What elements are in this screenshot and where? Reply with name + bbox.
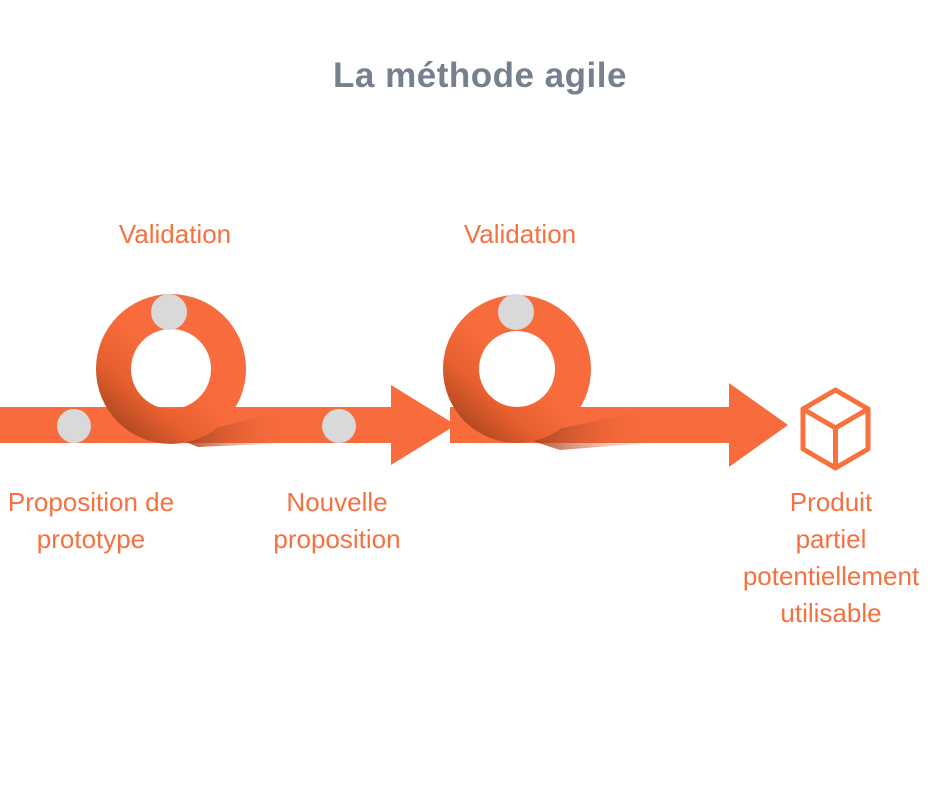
loop-tail-shadow-2 (520, 409, 652, 450)
label-validation-2: Validation (463, 219, 577, 249)
arrow-right-icon (391, 385, 456, 465)
label-produit-partiel: Produit partiel potentiellement utilisab… (742, 487, 920, 628)
milestone-dot-icon (57, 409, 91, 443)
milestone-dot-icon (151, 294, 187, 330)
page-title: La méthode agile (333, 56, 627, 95)
label-nouvelle-proposition: Nouvelle proposition (273, 487, 401, 554)
loop-tail-shadow-1 (176, 409, 290, 447)
label-validation-1: Validation (118, 219, 232, 249)
milestone-dot-icon (498, 294, 534, 330)
milestone-dot-icon (322, 409, 356, 443)
cube-icon (800, 387, 871, 471)
label-proposition-prototype: Proposition de prototype (7, 487, 175, 554)
arrow-right-icon (729, 383, 788, 467)
sprint-loop-icon (96, 294, 246, 444)
sprint-loop-icon (443, 295, 591, 443)
